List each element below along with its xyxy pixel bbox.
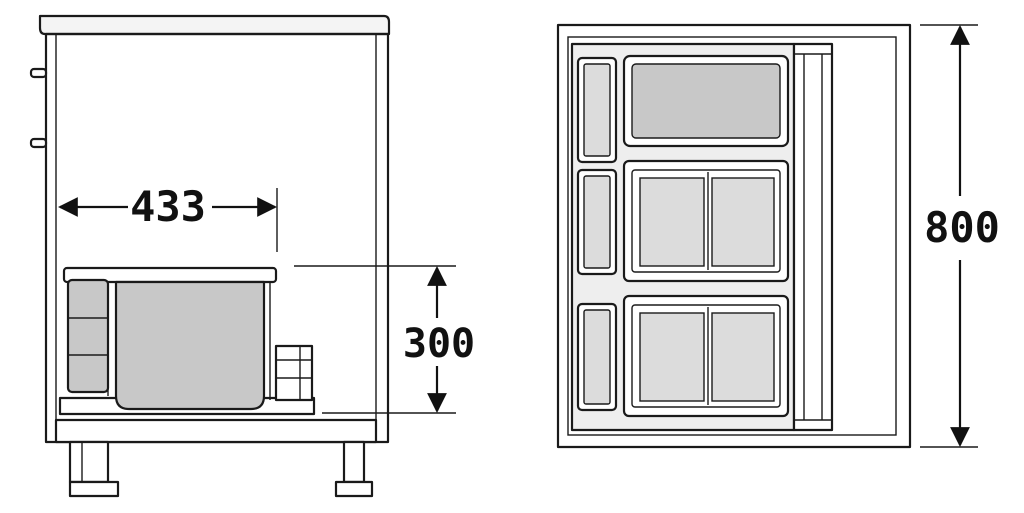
width-dimension: 433	[58, 182, 278, 252]
door-hinge-top	[29, 67, 48, 79]
large-bin-side	[62, 266, 278, 411]
side-view: 433 300	[29, 14, 475, 498]
small-container-1	[576, 56, 618, 164]
cabinet-bottom-panel	[54, 418, 378, 444]
width-dimension-label: 433	[130, 182, 206, 231]
door-hinge-bottom	[29, 137, 48, 149]
height-dimension: 300	[294, 265, 475, 414]
cabinet-leg-left	[68, 440, 120, 498]
bin-bottom	[622, 294, 790, 418]
drawer-runner	[792, 42, 834, 432]
bin-middle	[622, 159, 790, 283]
rear-rail	[274, 344, 314, 402]
height-dimension-label: 300	[403, 321, 475, 367]
cabinet-leg-right	[334, 440, 374, 498]
depth-dimension: 800	[920, 24, 1000, 448]
bin-top	[622, 54, 790, 148]
small-container-2	[576, 168, 618, 276]
top-view: 800	[556, 23, 1000, 449]
small-container-3	[576, 302, 618, 412]
small-container-side	[66, 278, 110, 394]
depth-dimension-label: 800	[924, 203, 1000, 252]
countertop	[38, 14, 391, 36]
